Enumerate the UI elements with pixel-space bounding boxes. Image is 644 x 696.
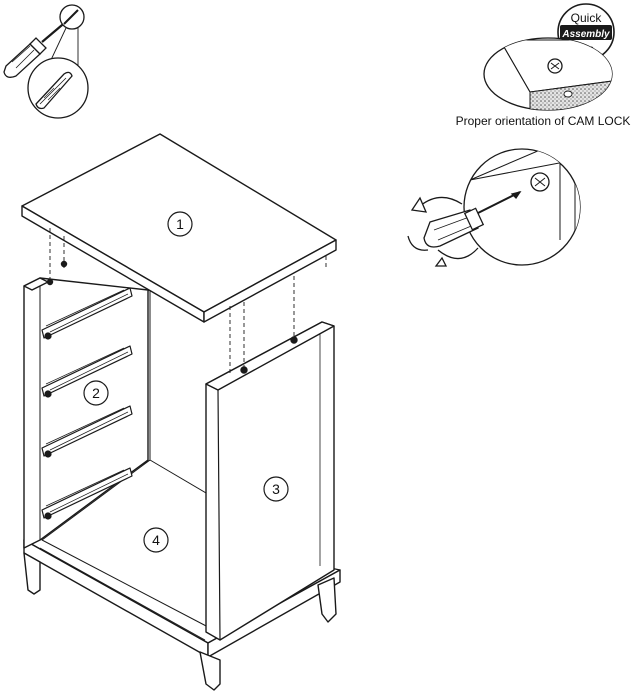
part-label-3: 3 [272,481,280,497]
part-label-1: 1 [176,216,184,232]
cam-lock-caption: Proper orientation of CAM LOCK [456,114,631,128]
badge-line-assembly: Assembly [561,29,610,40]
cam-lock-orientation-detail [483,37,613,111]
badge-line-quick: Quick [571,11,603,25]
part-callout-2: 2 [83,380,109,406]
alignment-guides [49,228,327,376]
left-side-panel [23,277,149,549]
rotate-screwdriver-icon [407,196,485,267]
part-callout-4: 4 [143,527,169,553]
part-label-4: 4 [152,532,160,548]
part-callout-3: 3 [263,476,289,502]
drawer-slides [41,287,133,520]
screwdriver-icon [3,4,89,119]
part-callout-1: 1 [167,211,193,237]
top-panel [21,133,337,323]
part-label-2: 2 [92,385,100,401]
cam-lock-turning-detail [463,148,581,266]
